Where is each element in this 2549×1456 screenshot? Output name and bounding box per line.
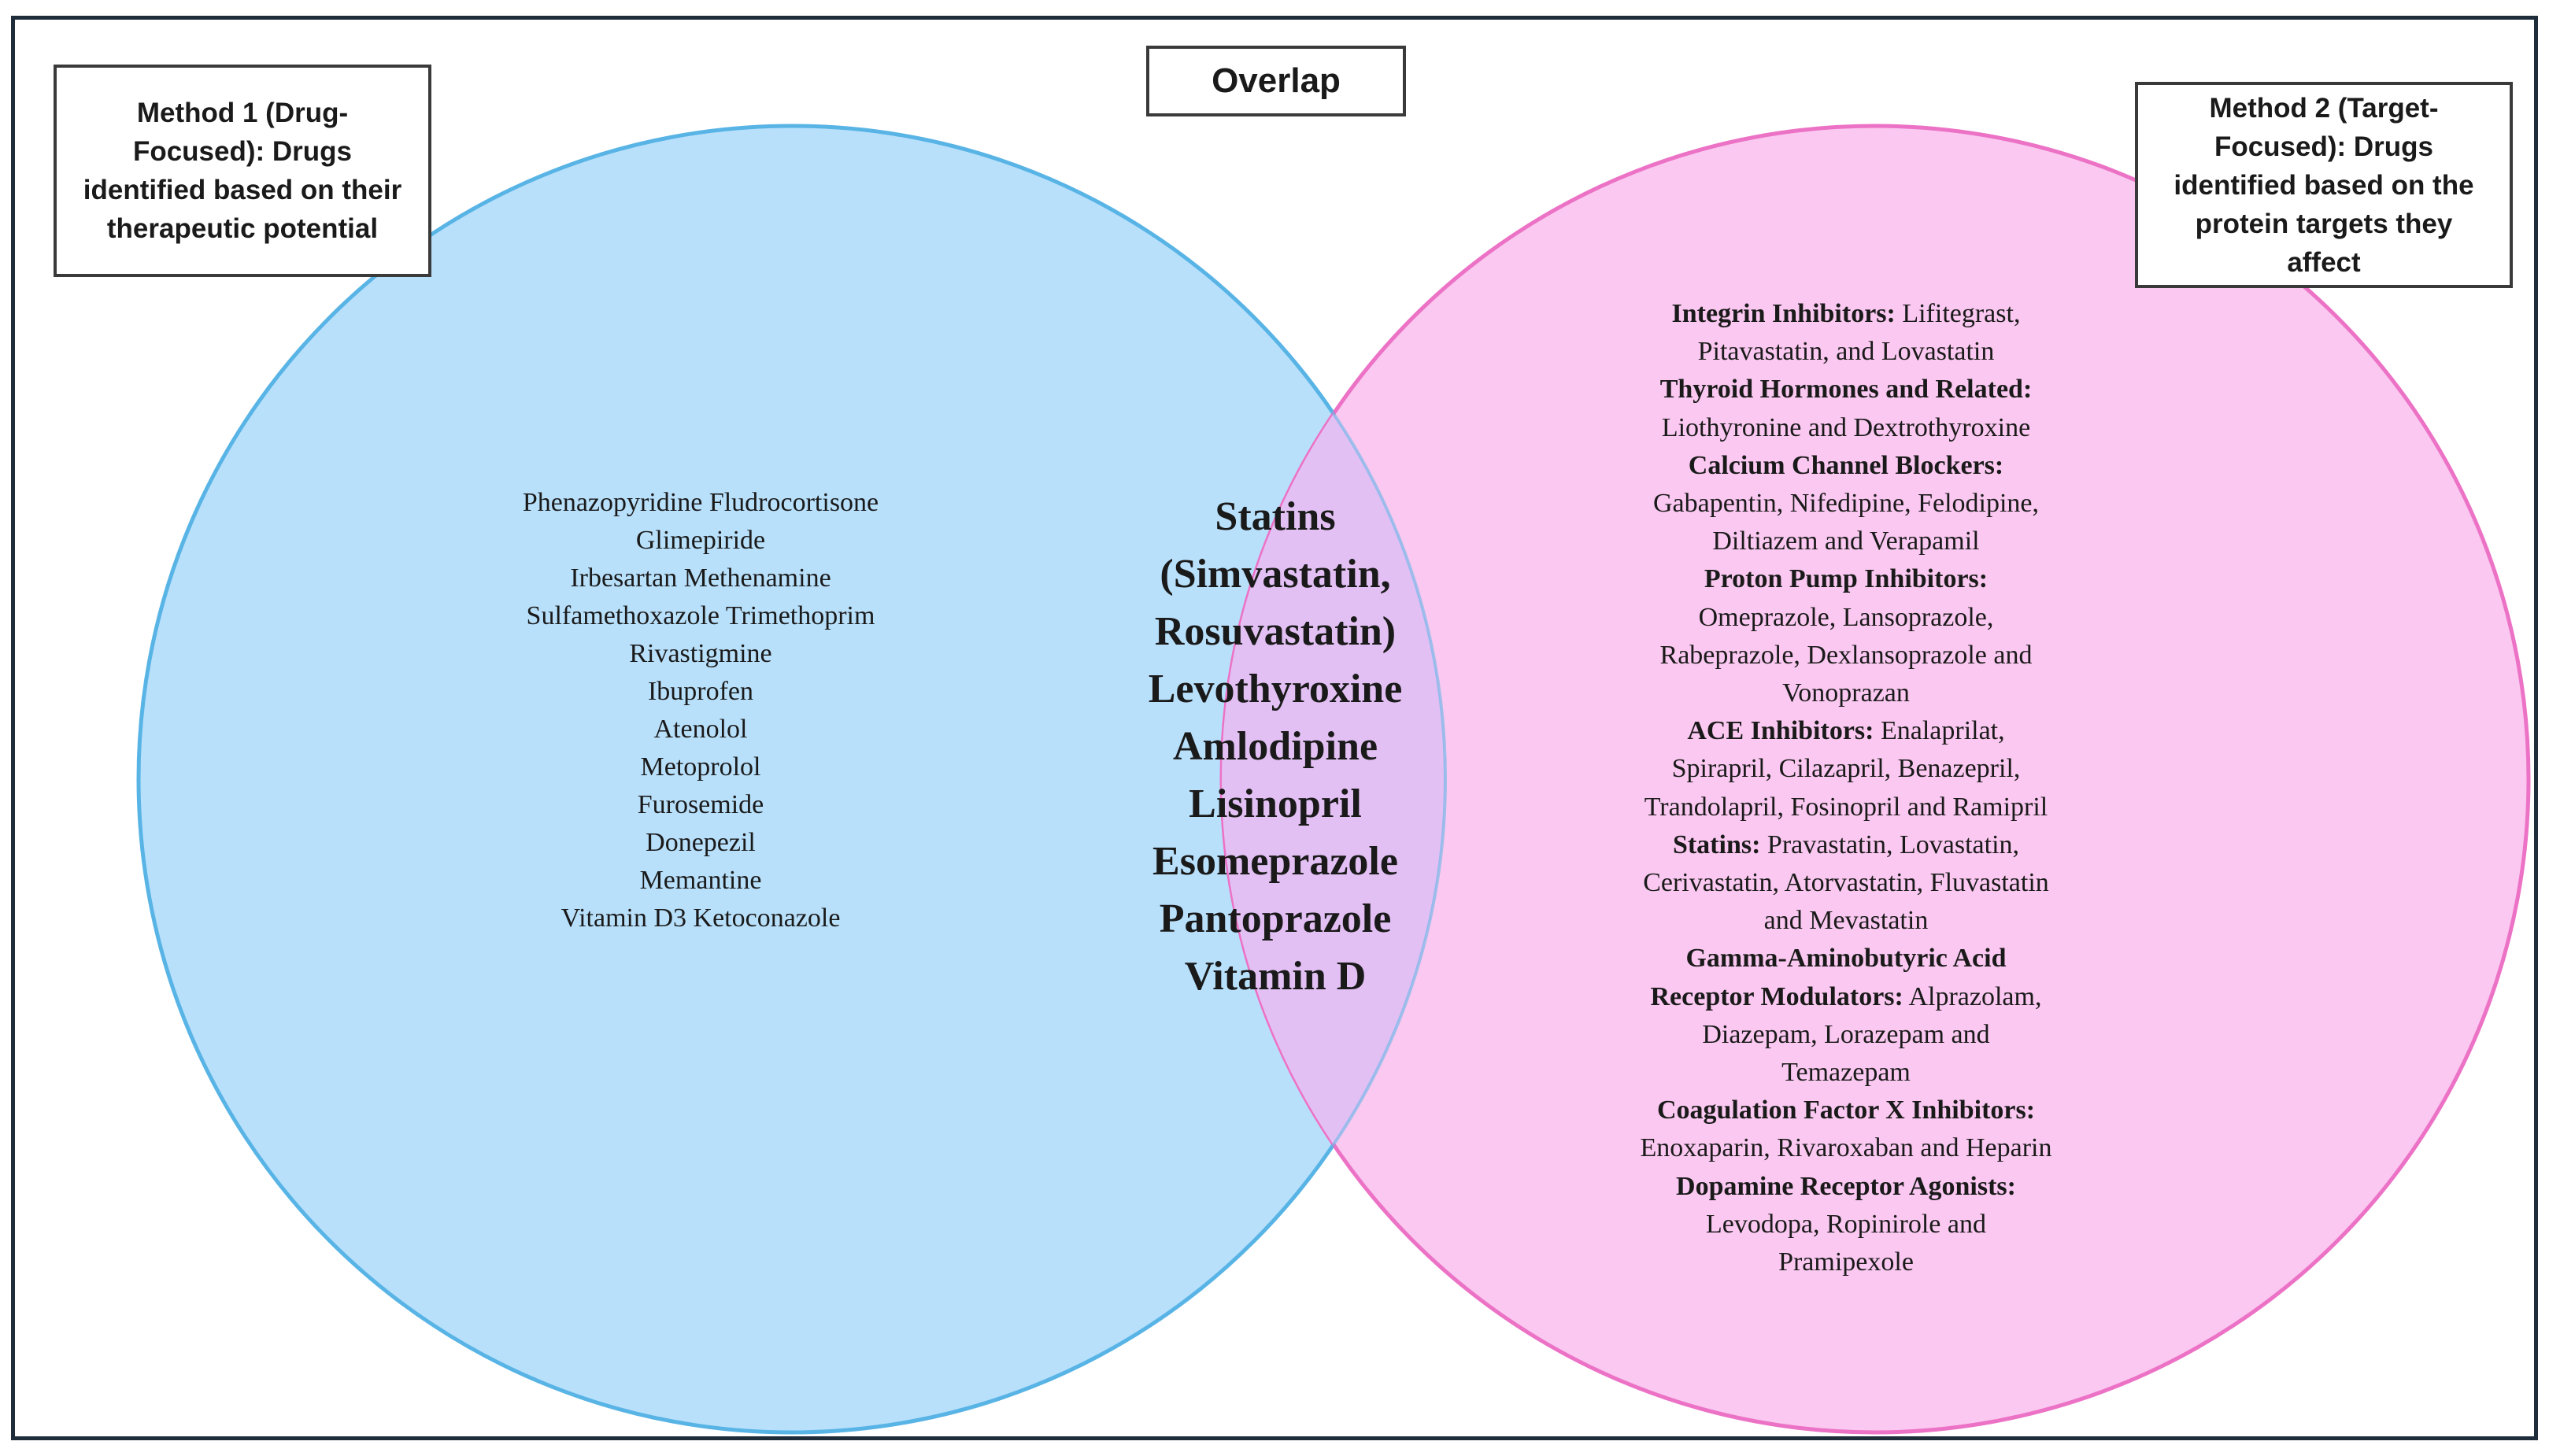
method2-drugs: Omeprazole, Lansoprazole, (1698, 602, 1994, 632)
method2-line: Statins: Pravastatin, Lovastatin, (1563, 826, 2129, 864)
method2-category: Integrin Inhibitors: (1671, 299, 1896, 328)
method2-drugs: Temazepam (1781, 1058, 1911, 1088)
overlap-label: Overlap (1212, 61, 1341, 100)
method2-line: ACE Inhibitors: Enalaprilat, (1563, 712, 2129, 750)
method2-category: Proton Pump Inhibitors: (1704, 564, 1989, 594)
method1-drug: Irbesartan Methenamine (570, 564, 831, 593)
method2-line: Temazepam (1563, 1054, 2129, 1092)
method2-drugs: Enalaprilat, (1880, 716, 2005, 746)
method2-line: Enoxaparin, Rivaroxaban and Heparin (1563, 1129, 2129, 1167)
overlap-drug: Levothyroxine (1148, 667, 1403, 711)
method2-drugs: Enoxaparin, Rivaroxaban and Heparin (1640, 1133, 2052, 1163)
method1-drug: Rivastigmine (629, 639, 772, 668)
method2-category: Thyroid Hormones and Related: (1659, 375, 2033, 405)
method1-drug-list: Phenazopyridine Fludrocortisone Glimepir… (425, 484, 976, 937)
overlap-drug: Rosuvastatin) (1154, 609, 1397, 654)
method2-line: and Mevastatin (1563, 902, 2129, 940)
method2-drugs: Trandolapril, Fosinopril and Ramipril (1644, 792, 2048, 822)
method1-drug: Donepezil (646, 828, 756, 857)
method2-category: Receptor Modulators: (1650, 981, 1903, 1011)
method2-line: Liothyronine and Dextrothyroxine (1563, 409, 2129, 447)
method1-drug: Metoprolol (640, 752, 761, 782)
method2-drugs: Pravastatin, Lovastatin, (1767, 830, 2020, 859)
method2-line: Diltiazem and Verapamil (1563, 523, 2129, 560)
method1-drug: Glimepiride (635, 526, 766, 555)
overlap-drug-list: Statins (Simvastatin, Rosuvastatin) Levo… (1023, 488, 1527, 1005)
method1-drug: Sulfamethoxazole Trimethoprim (526, 601, 875, 630)
method2-category: Gamma-Aminobutyric Acid (1685, 944, 2007, 974)
method2-drugs: Levodopa, Ropinirole and (1706, 1209, 1986, 1239)
method2-category: Dopamine Receptor Agonists: (1676, 1171, 2016, 1201)
method2-line: Receptor Modulators: Alprazolam, (1563, 978, 2129, 1016)
method2-line: Proton Pump Inhibitors: (1563, 560, 2129, 598)
method2-drugs: Lifitegrast, (1902, 299, 2021, 328)
overlap-drug: Esomeprazole (1152, 839, 1398, 884)
method2-drugs: Alprazolam, (1908, 981, 2042, 1011)
method1-circle-outline (137, 124, 1447, 1434)
method1-label-box: Method 1 (Drug-Focused): Drugs identifie… (54, 65, 431, 277)
overlap-drug: Pantoprazole (1159, 896, 1392, 941)
method2-drugs: Diltiazem and Verapamil (1712, 527, 1980, 556)
method2-line: Cerivastatin, Atorvastatin, Fluvastatin (1563, 864, 2129, 902)
overlap-label-box: Overlap (1146, 46, 1406, 116)
overlap-drug: Amlodipine (1172, 724, 1378, 769)
method1-drug: Vitamin D3 Ketoconazole (560, 904, 841, 933)
method2-drugs: Rabeprazole, Dexlansoprazole and (1659, 640, 2033, 670)
method1-drug: Phenazopyridine Fludrocortisone (522, 488, 879, 517)
method2-line: Pitavastatin, and Lovastatin (1563, 333, 2129, 371)
overlap-drug: Vitamin D (1184, 954, 1367, 999)
method2-category: Statins: (1672, 830, 1761, 859)
method2-line: Thyroid Hormones and Related: (1563, 371, 2129, 408)
method2-line: Calcium Channel Blockers: (1563, 447, 2129, 485)
overlap-drug: Lisinopril (1189, 782, 1362, 826)
overlap-drug: (Simvastatin, (1160, 552, 1391, 597)
method2-line: Spirapril, Cilazapril, Benazepril, (1563, 750, 2129, 788)
method2-category: Calcium Channel Blockers: (1688, 450, 2004, 480)
method2-drugs: Pitavastatin, and Lovastatin (1697, 337, 1995, 367)
method2-category: Coagulation Factor X Inhibitors: (1656, 1096, 2036, 1125)
method2-line: Coagulation Factor X Inhibitors: (1563, 1092, 2129, 1129)
method1-drug: Memantine (639, 866, 762, 895)
method2-drugs: Diazepam, Lorazepam and (1702, 1019, 1990, 1049)
method2-drugs: Liothyronine and Dextrothyroxine (1661, 412, 2031, 442)
method1-drug: Furosemide (637, 790, 764, 819)
method2-category: ACE Inhibitors: (1687, 716, 1874, 746)
method2-drugs: and Mevastatin (1763, 906, 1929, 936)
method2-line: Dopamine Receptor Agonists: (1563, 1168, 2129, 1206)
method2-line: Trandolapril, Fosinopril and Ramipril (1563, 789, 2129, 826)
method2-drugs: Pramipexole (1778, 1247, 1914, 1277)
overlap-drug: Statins (1215, 494, 1336, 539)
method2-line: Omeprazole, Lansoprazole, (1563, 599, 2129, 637)
method2-drugs: Spirapril, Cilazapril, Benazepril, (1671, 754, 2021, 784)
method1-drug: Atenolol (653, 715, 748, 744)
method2-line: Levodopa, Ropinirole and (1563, 1206, 2129, 1244)
method1-drug: Ibuprofen (647, 677, 754, 706)
method2-line: Integrin Inhibitors: Lifitegrast, (1563, 295, 2129, 333)
method2-drugs: Vonoprazan (1782, 678, 1910, 708)
method2-line: Gamma-Aminobutyric Acid (1563, 940, 2129, 977)
method2-line: Gabapentin, Nifedipine, Felodipine, (1563, 485, 2129, 523)
method1-label: Method 1 (Drug-Focused): Drugs identifie… (83, 98, 402, 244)
method2-drugs: Gabapentin, Nifedipine, Felodipine, (1652, 489, 2040, 519)
method2-line: Diazepam, Lorazepam and (1563, 1016, 2129, 1054)
method2-label: Method 2 (Target-Focused): Drugs identif… (2173, 92, 2474, 278)
method2-line: Vonoprazan (1563, 674, 2129, 712)
method2-line: Rabeprazole, Dexlansoprazole and (1563, 637, 2129, 674)
method2-drugs: Cerivastatin, Atorvastatin, Fluvastatin (1643, 868, 2049, 898)
method2-line: Pramipexole (1563, 1244, 2129, 1281)
method2-drug-list: Integrin Inhibitors: Lifitegrast, Pitava… (1563, 295, 2129, 1281)
method2-label-box: Method 2 (Target-Focused): Drugs identif… (2135, 82, 2513, 288)
